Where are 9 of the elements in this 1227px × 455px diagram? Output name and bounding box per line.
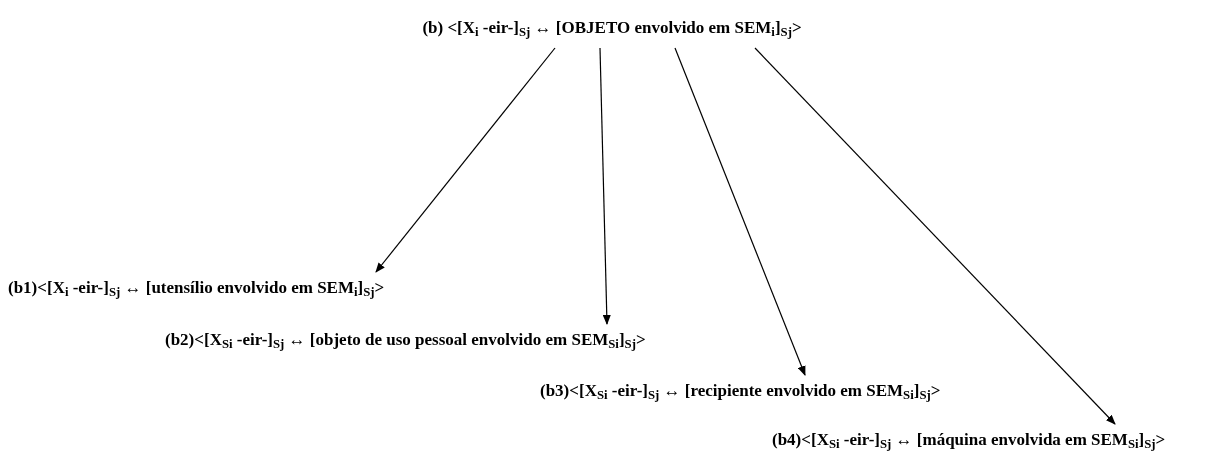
arrow [599, 47, 611, 325]
formula-text: (b4)<[X$_{Si}$ -eir-]$_{Sj}$ ↔ [máquina envolvida em SEM$_{Si}$]$_{Sj}$> [772, 428, 1166, 452]
arrow [674, 47, 806, 376]
arrow [375, 47, 556, 273]
formula-text: (b) <[X$_{i}$ -eir-]$_{Sj}$ ↔ [OBJETO envolvido em SEM$_{i}$]$_{Sj}$> [422, 16, 802, 40]
formula-text: (b1)<[X$_{i}$ -eir-]$_{Sj}$ ↔ [utensílio envolvido em SEM$_{i}$]$_{Sj}$> [8, 276, 385, 300]
formula-text: (b3)<[X$_{Si}$ -eir-]$_{Sj}$ ↔ [recipiente envolvido em SEM$_{Si}$]$_{Sj}$> [540, 379, 941, 403]
arrow [754, 47, 1116, 425]
formula-text: (b2)<[X$_{Si}$ -eir-]$_{Sj}$ ↔ [objeto de uso pessoal envolvido em SEM$_{Si}$]$_{Sj}$> [165, 328, 646, 352]
